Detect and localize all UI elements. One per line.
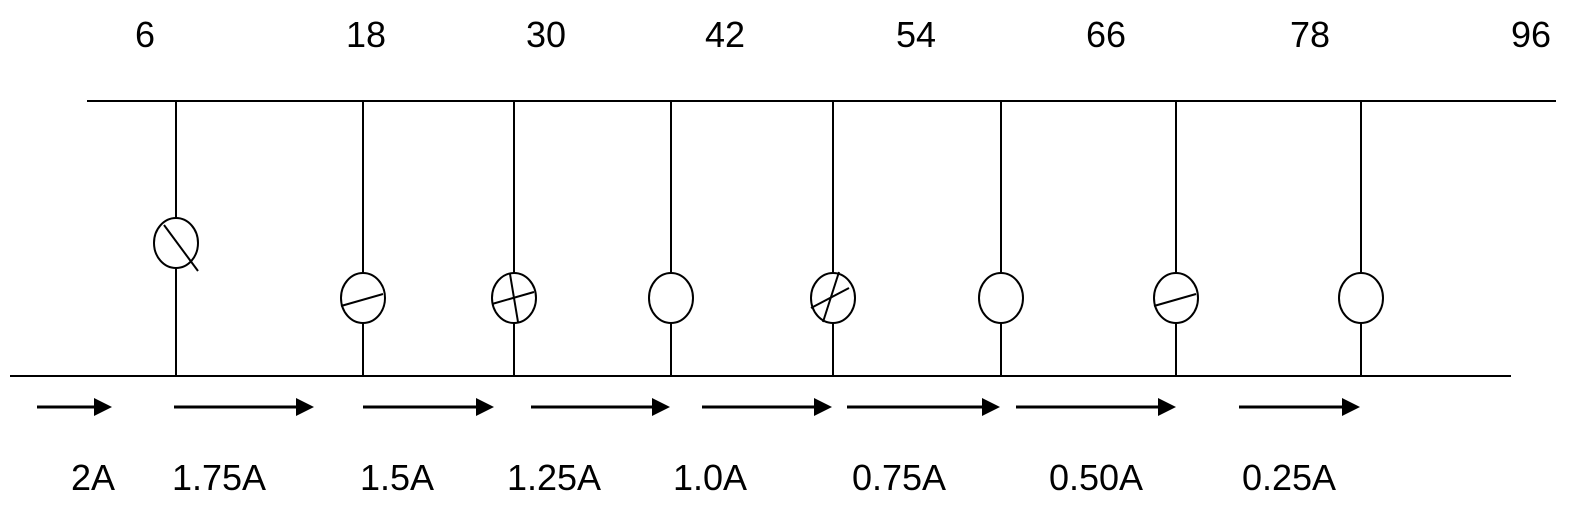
circle-element-icon (810, 272, 856, 324)
top-label: 42 (705, 14, 745, 55)
right-arrow-icon (814, 398, 832, 416)
current-label: 0.75A (852, 457, 946, 498)
top-label: 18 (346, 14, 386, 55)
element-mark (163, 224, 199, 272)
branch (648, 101, 694, 376)
circle-element-icon (153, 217, 199, 269)
top-label: 66 (1086, 14, 1126, 55)
current-labels: 2A 1.75A 1.5A 1.25A 1.0A 0.75A 0.50A 0.2… (71, 457, 1336, 498)
right-arrow-icon (94, 398, 112, 416)
top-label: 96 (1511, 14, 1551, 55)
branch (340, 101, 386, 376)
circle-element-icon (340, 272, 386, 324)
branch (1338, 101, 1384, 376)
current-label: 0.50A (1049, 457, 1143, 498)
right-arrow-icon (296, 398, 314, 416)
circle-element-icon (978, 272, 1024, 324)
circle-element-icon (1338, 272, 1384, 324)
top-label: 6 (135, 14, 155, 55)
circle-element-icon (1153, 272, 1199, 324)
branch-group (153, 101, 1384, 376)
top-labels: 6 18 30 42 54 66 78 96 (135, 14, 1551, 55)
branch (978, 101, 1024, 376)
top-label: 54 (896, 14, 936, 55)
element-mark (340, 293, 384, 307)
right-arrow-icon (1158, 398, 1176, 416)
arrow-group (37, 398, 1360, 416)
circle-element-icon (491, 272, 537, 324)
right-arrow-icon (982, 398, 1000, 416)
branch (810, 101, 856, 376)
top-label: 78 (1290, 14, 1330, 55)
branch (153, 101, 199, 376)
element-mark (1153, 293, 1197, 307)
element-mark (509, 273, 519, 323)
current-label: 1.5A (360, 457, 434, 498)
current-label: 1.0A (673, 457, 747, 498)
current-label: 2A (71, 457, 115, 498)
current-label: 1.75A (172, 457, 266, 498)
right-arrow-icon (476, 398, 494, 416)
current-label: 1.25A (507, 457, 601, 498)
circle-element-icon (648, 272, 694, 324)
right-arrow-icon (1342, 398, 1360, 416)
current-label: 0.25A (1242, 457, 1336, 498)
branch (1153, 101, 1199, 376)
element-mark (810, 287, 850, 309)
branch (491, 101, 537, 376)
right-arrow-icon (652, 398, 670, 416)
top-label: 30 (526, 14, 566, 55)
